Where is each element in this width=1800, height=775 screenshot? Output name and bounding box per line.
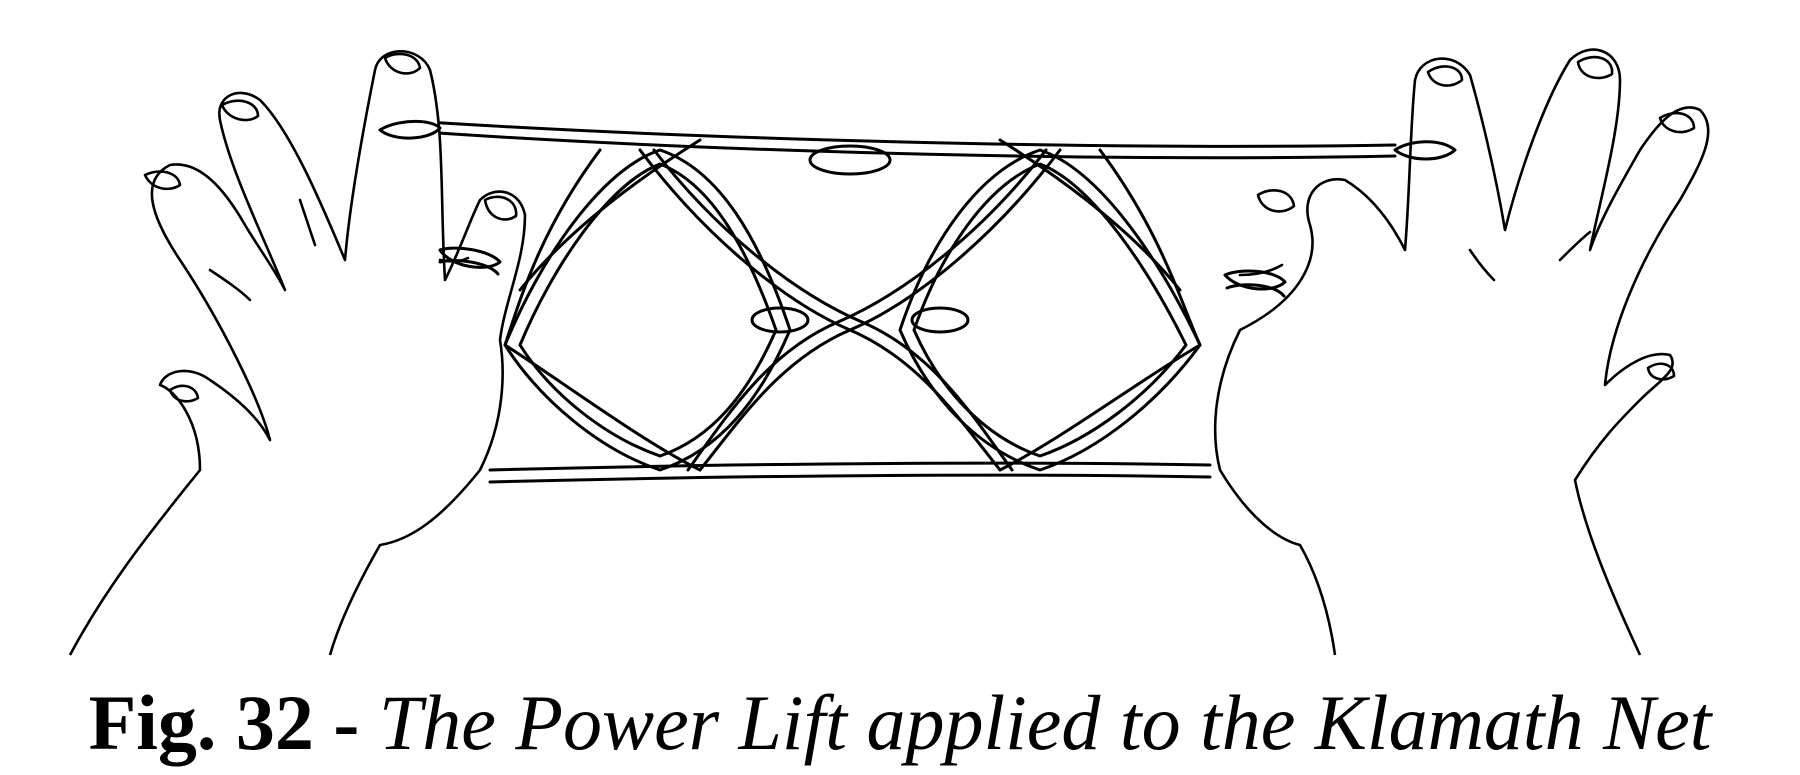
left-thumb-nail-icon xyxy=(483,195,518,221)
right-middle-nail-icon xyxy=(1426,65,1464,87)
klamath-net-strings xyxy=(393,118,1397,484)
right-small-nail-icon xyxy=(1646,362,1676,381)
left-middle-nail-icon xyxy=(383,52,422,75)
right-thumb-nail-icon xyxy=(1256,189,1296,213)
left-pinky-nail-icon xyxy=(143,170,182,191)
left-small-nail-icon xyxy=(168,384,200,403)
figure-label: Fig. 32 - xyxy=(88,679,379,766)
right-pinky-nail-icon xyxy=(1658,111,1696,134)
right-hand xyxy=(1213,48,1710,656)
right-ring-nail-icon xyxy=(1576,55,1614,80)
left-hand xyxy=(68,49,527,656)
figure-title: The Power Lift applied to the Klamath Ne… xyxy=(378,679,1712,766)
figure-caption: Fig. 32 - The Power Lift applied to the … xyxy=(0,678,1800,768)
left-ring-nail-icon xyxy=(220,99,260,122)
